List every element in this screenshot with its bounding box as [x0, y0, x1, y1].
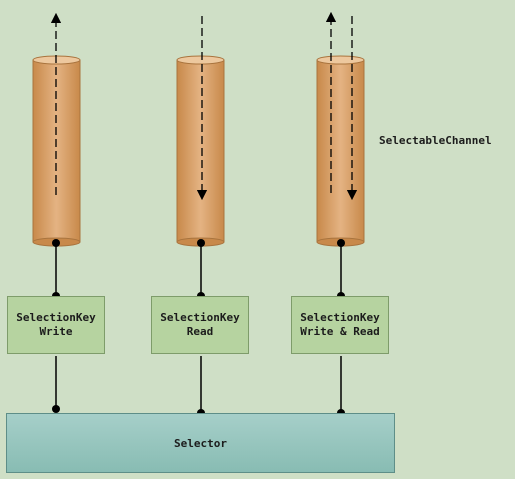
channel-cylinder-write [32, 55, 81, 247]
selection-key-write-read: SelectionKey Write & Read [291, 296, 389, 354]
selector-label: Selector [174, 436, 227, 450]
key-op: Write & Read [300, 325, 380, 338]
key-op: Read [186, 325, 214, 338]
key-title: SelectionKey [300, 311, 380, 324]
selectable-channel-label: SelectableChannel [379, 134, 492, 147]
key-title: SelectionKey [16, 311, 96, 324]
selection-key-write: SelectionKey Write [7, 296, 105, 354]
key-op: Write [39, 325, 73, 338]
channel-cylinder-read [176, 55, 225, 247]
selection-key-read: SelectionKey Read [151, 296, 249, 354]
channel-cylinder-write-read [316, 55, 365, 247]
key-title: SelectionKey [160, 311, 240, 324]
selector-box: Selector [6, 413, 395, 473]
connectors [55, 243, 342, 413]
